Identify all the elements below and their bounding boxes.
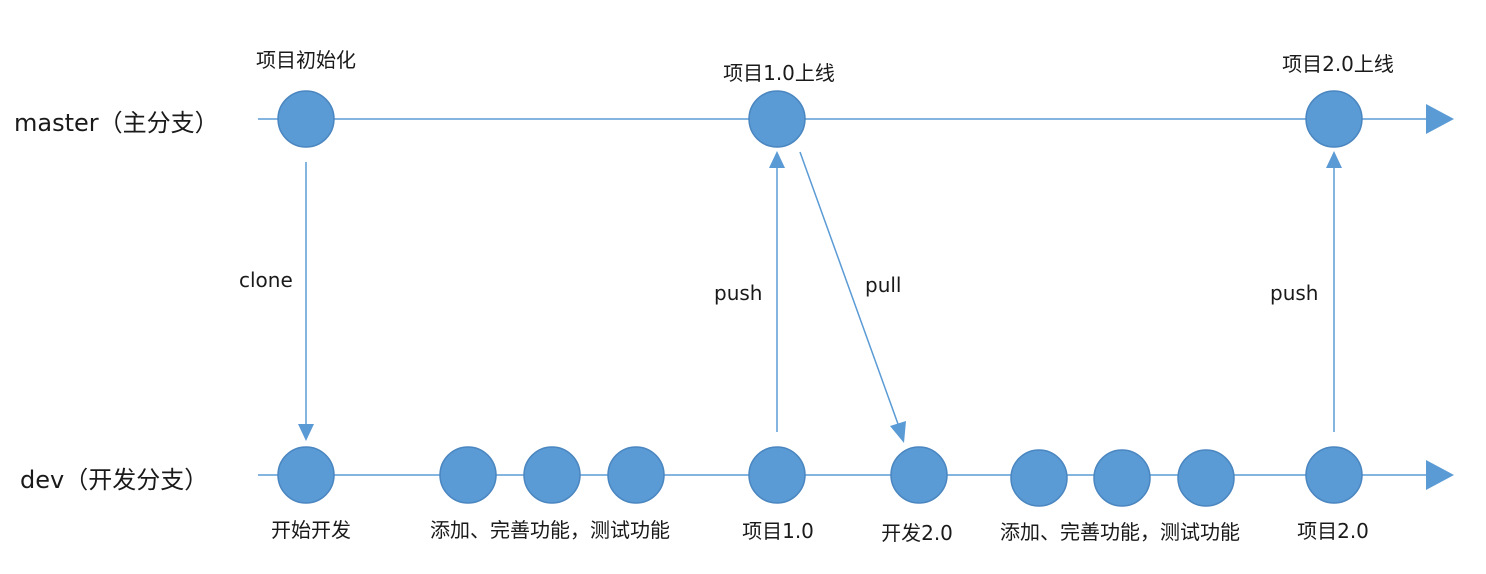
- label-start-dev: 开始开发: [271, 518, 351, 542]
- clone-arrowhead: [298, 424, 314, 441]
- label-clone: clone: [239, 268, 293, 292]
- dev-node-work2c: [1177, 449, 1235, 507]
- dev-node-p2: [1305, 446, 1363, 504]
- master-node-init: [277, 90, 335, 148]
- dev-node-start: [277, 446, 335, 504]
- pull-arrowhead: [890, 421, 906, 443]
- label-work-1: 添加、完善功能，测试功能: [430, 518, 670, 542]
- master-arrowhead: [1426, 104, 1454, 134]
- push1-arrowhead: [769, 151, 785, 168]
- dev-node-work1a: [439, 446, 497, 504]
- label-pull: pull: [865, 273, 902, 297]
- master-node-v2: [1305, 90, 1363, 148]
- label-dev-2: 开发2.0: [881, 521, 953, 545]
- master-node-v1: [748, 90, 806, 148]
- dev-node-work2a: [1010, 449, 1068, 507]
- push2-arrowhead: [1326, 151, 1342, 168]
- dev-node-work2b: [1093, 449, 1151, 507]
- dev-node-dev2: [890, 446, 948, 504]
- label-project-v1-release: 项目1.0上线: [723, 61, 835, 85]
- dev-lane-label: dev（开发分支）: [20, 466, 209, 494]
- label-project-init: 项目初始化: [256, 48, 356, 72]
- label-push-1: push: [714, 281, 763, 305]
- label-project-1: 项目1.0: [742, 519, 814, 543]
- dev-node-work1b: [523, 446, 581, 504]
- label-project-2: 项目2.0: [1297, 519, 1369, 543]
- dev-node-p1: [748, 446, 806, 504]
- master-lane-label: master（主分支）: [14, 109, 219, 137]
- dev-node-work1c: [607, 446, 665, 504]
- label-project-v2-release: 项目2.0上线: [1282, 52, 1394, 76]
- pull-arrow: [799, 151, 899, 425]
- label-work-2: 添加、完善功能，测试功能: [1000, 520, 1240, 544]
- label-push-2: push: [1270, 281, 1319, 305]
- dev-arrowhead: [1426, 460, 1454, 490]
